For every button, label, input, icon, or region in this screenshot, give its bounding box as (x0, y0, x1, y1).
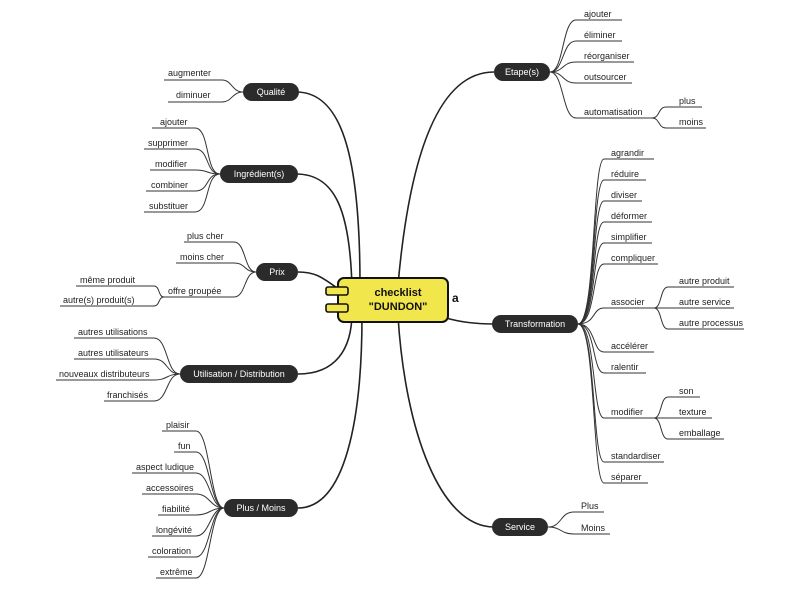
node-service[interactable] (492, 518, 548, 536)
leaf-transformation-0: agrandir (611, 148, 644, 158)
leaf-etapes-3: outsourcer (584, 72, 627, 82)
leaf-etapes-sub-0: plus (679, 96, 696, 106)
root-title-line1: checklist (374, 287, 421, 299)
connector-utilisation (297, 311, 353, 375)
root-box[interactable] (337, 277, 449, 323)
branch-etapes: ajouter éliminer réorganiser outsourcer … (494, 9, 706, 129)
root-tab-bottom (325, 303, 349, 313)
node-utilisation-label: Utilisation / Distribution (193, 369, 285, 379)
branch-ingredients: ajouter supprimer modifier combiner subs… (144, 117, 298, 213)
leaf-transformation-8: ralentir (611, 362, 639, 372)
branch-prix: plus cher moins cher offre groupée même … (60, 231, 298, 307)
node-qualite-label: Qualité (257, 87, 286, 97)
leaf-modifier-2: emballage (679, 428, 721, 438)
branch-utilisation: autres utilisations autres utilisateurs … (56, 327, 298, 402)
leaf-plusmoins-4: fiabilité (162, 504, 190, 514)
node-ingredients[interactable] (220, 165, 298, 183)
branch-plusmoins: plaisir fun aspect ludique accessoires f… (132, 420, 298, 579)
leaf-transformation-7: accélérer (611, 341, 648, 351)
node-service-label: Service (505, 522, 535, 532)
connector-ingredients (295, 173, 353, 289)
branch-transformation: agrandir réduire diviser déformer simpli… (492, 148, 744, 484)
leaf-plusmoins-6: coloration (152, 546, 191, 556)
connector-plusmoins (297, 315, 363, 509)
node-plusmoins[interactable] (224, 499, 298, 517)
leaf-prix-sub-0: même produit (80, 275, 136, 285)
leaf-transformation-10: standardiser (611, 451, 661, 461)
leaf-plusmoins-2: aspect ludique (136, 462, 194, 472)
node-transformation-label: Transformation (505, 319, 565, 329)
leaf-transformation-3: déformer (611, 211, 647, 221)
leaf-qualite-0: augmenter (168, 68, 211, 78)
leaf-ingredients-4: substituer (149, 201, 188, 211)
leaf-modifier-1: texture (679, 407, 707, 417)
leaf-plusmoins-1: fun (178, 441, 191, 451)
leaf-transformation-9: modifier (611, 407, 643, 417)
leaf-etapes-0: ajouter (584, 9, 612, 19)
leaf-transformation-4: simplifier (611, 232, 647, 242)
leaf-associer-0: autre produit (679, 276, 730, 286)
root-tab-top (325, 286, 349, 296)
connector-service (397, 315, 495, 528)
leaf-etapes-1: éliminer (584, 30, 616, 40)
leaf-prix-0: plus cher (187, 231, 224, 241)
node-plusmoins-label: Plus / Moins (236, 503, 286, 513)
leaf-plusmoins-0: plaisir (166, 420, 190, 430)
leaf-ingredients-2: modifier (155, 159, 187, 169)
leaf-associer-2: autre processus (679, 318, 744, 328)
leaf-modifier-0: son (679, 386, 694, 396)
leaf-etapes-2: réorganiser (584, 51, 630, 61)
leaf-prix-2: offre groupée (168, 286, 221, 296)
root-node[interactable]: checklist "DUNDON" a (325, 277, 459, 323)
leaf-transformation-6: associer (611, 297, 645, 307)
node-utilisation[interactable] (180, 365, 298, 383)
leaf-utilisation-0: autres utilisations (78, 327, 148, 337)
leaf-transformation-11: séparer (611, 472, 642, 482)
leaf-qualite-1: diminuer (176, 90, 211, 100)
leaf-transformation-1: réduire (611, 169, 639, 179)
leaf-prix-1: moins cher (180, 252, 224, 262)
connector-transformation (445, 317, 495, 325)
node-prix-label: Prix (269, 267, 285, 277)
leaf-etapes-sub-1: moins (679, 117, 704, 127)
root-title-line2: "DUNDON" (369, 301, 428, 313)
node-prix[interactable] (256, 263, 298, 281)
leaf-service-1: Moins (581, 523, 606, 533)
branch-qualite: augmenter diminuer Qualité (164, 68, 299, 103)
leaf-ingredients-0: ajouter (160, 117, 188, 127)
leaf-utilisation-3: franchisés (107, 390, 149, 400)
leaf-ingredients-3: combiner (151, 180, 188, 190)
leaf-prix-sub-1: autre(s) produit(s) (63, 295, 135, 305)
leaf-etapes-4: automatisation (584, 107, 643, 117)
node-transformation[interactable] (492, 315, 578, 333)
node-qualite[interactable] (243, 83, 299, 101)
node-ingredients-label: Ingrédient(s) (234, 169, 285, 179)
leaf-plusmoins-3: accessoires (146, 483, 194, 493)
branch-service: Plus Moins Service (492, 501, 610, 536)
leaf-service-0: Plus (581, 501, 599, 511)
connector-etapes (397, 71, 495, 286)
main-connectors (295, 71, 495, 528)
leaf-plusmoins-7: extrême (160, 567, 193, 577)
leaf-utilisation-2: nouveaux distributeurs (59, 369, 150, 379)
root-badge: a (452, 291, 459, 305)
connector-qualite (295, 91, 361, 286)
leaf-associer-1: autre service (679, 297, 731, 307)
leaf-utilisation-1: autres utilisateurs (78, 348, 149, 358)
leaf-transformation-5: compliquer (611, 253, 655, 263)
leaf-plusmoins-5: longévité (156, 525, 192, 535)
leaf-transformation-2: diviser (611, 190, 637, 200)
leaf-ingredients-1: supprimer (148, 138, 188, 148)
node-etapes[interactable] (494, 63, 550, 81)
node-etapes-label: Etape(s) (505, 67, 539, 77)
